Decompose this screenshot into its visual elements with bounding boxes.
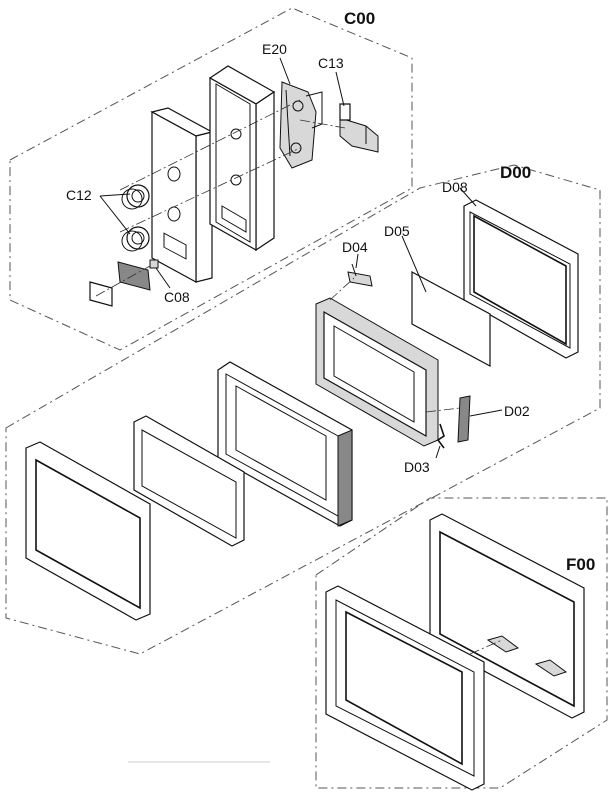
door-spring-d03 — [436, 423, 445, 449]
group-label-d00: D00 — [500, 163, 531, 182]
part-label-d04: D04 — [342, 239, 368, 255]
leader-d04 — [355, 253, 359, 269]
leader-e20 — [279, 57, 291, 85]
leader-c08 — [155, 267, 171, 289]
door-outer-frame — [25, 441, 151, 621]
part-label-d02: D02 — [504, 403, 530, 419]
part-label-d08: D08 — [442, 179, 468, 195]
group-label-c00: C00 — [344, 9, 375, 28]
group-f00-boundary — [315, 497, 608, 789]
knob-lower — [121, 226, 150, 252]
frame-front-f00 — [325, 585, 485, 791]
group-d00-boundary — [5, 164, 601, 655]
centerline-c00-a — [119, 99, 301, 191]
part-label-d03: D03 — [404, 459, 430, 475]
timer-assembly — [279, 81, 323, 169]
door-glass-d05 — [411, 270, 491, 368]
centerline-d00-a — [329, 277, 355, 301]
part-label-e20: E20 — [262, 41, 287, 57]
centerline-f00 — [469, 639, 503, 655]
group-label-f00: F00 — [566, 555, 595, 574]
part-label-d05: D05 — [384, 223, 410, 239]
centerline-d00-b — [425, 407, 461, 413]
centerline-c00-b — [119, 147, 301, 233]
door-latch-d02 — [457, 395, 471, 443]
leader-c12-b — [99, 195, 131, 235]
part-label-c13: C13 — [318, 55, 344, 71]
leader-d03 — [435, 445, 441, 459]
door-hinge-d04 — [347, 263, 373, 287]
centerline-c00-c — [299, 119, 346, 129]
button-latch-c08 — [89, 259, 159, 307]
part-label-c12: C12 — [66, 187, 92, 203]
door-inner-frame — [315, 297, 439, 447]
door-main-panel — [217, 361, 353, 527]
switch-c13 — [339, 103, 379, 153]
leader-d05 — [401, 235, 427, 293]
part-label-c08: C08 — [164, 289, 190, 305]
leader-d02 — [469, 409, 503, 417]
leader-c12-a — [99, 193, 131, 197]
control-panel-housing — [208, 65, 276, 252]
knob-upper — [121, 184, 150, 210]
control-panel-plate — [150, 107, 214, 284]
door-middle-film — [133, 415, 245, 547]
leader-d08 — [459, 187, 477, 207]
leader-c13 — [335, 71, 345, 107]
